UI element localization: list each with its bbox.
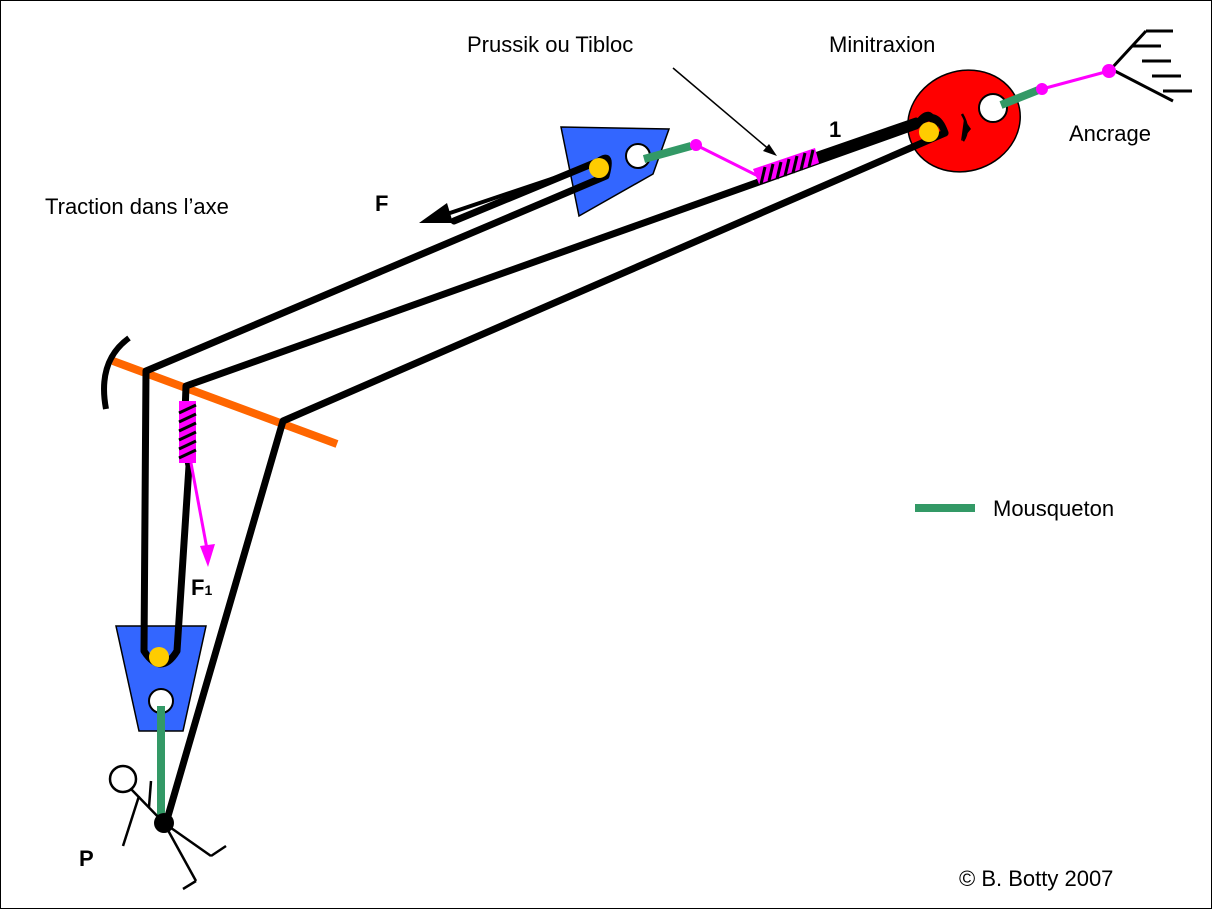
- force-arrow: [419, 167, 582, 223]
- minitraxion-label: Minitraxion: [829, 32, 935, 57]
- sling-knot: [1036, 83, 1048, 95]
- bottom-pulley-axle: [149, 647, 169, 667]
- rope: [140, 111, 949, 827]
- minitraxion-axle: [919, 122, 939, 142]
- sling-knot: [1102, 64, 1116, 78]
- force-1-label: F1: [191, 575, 212, 600]
- edge-protector: [101, 335, 131, 410]
- anchor-hatch-icon: [1109, 29, 1192, 103]
- leader-line: [672, 67, 772, 152]
- top-pulley-axle: [589, 158, 609, 178]
- traction-label: Traction dans l’axe: [45, 194, 229, 219]
- copyright-label: © B. Botty 2007: [959, 866, 1113, 891]
- person-attachment-point: [154, 813, 174, 833]
- sling: [695, 69, 1110, 178]
- prussik-knot-lower: [178, 401, 197, 463]
- force-1-arrow: [189, 462, 215, 567]
- person-label: P: [79, 846, 94, 871]
- prussik-knot: [753, 148, 819, 185]
- number-1-label: 1: [829, 117, 841, 142]
- cam-arrow-icon: [961, 119, 971, 141]
- ancrage-label: Ancrage: [1069, 121, 1151, 146]
- edge-bar: [111, 357, 339, 448]
- mousqueton-label: Mousqueton: [993, 496, 1114, 521]
- carabiner: [157, 85, 1043, 816]
- prussik-label: Prussik ou Tibloc: [467, 32, 633, 57]
- leader-arrowhead: [763, 144, 777, 156]
- sling-knot: [690, 139, 702, 151]
- force-label: F: [375, 191, 388, 216]
